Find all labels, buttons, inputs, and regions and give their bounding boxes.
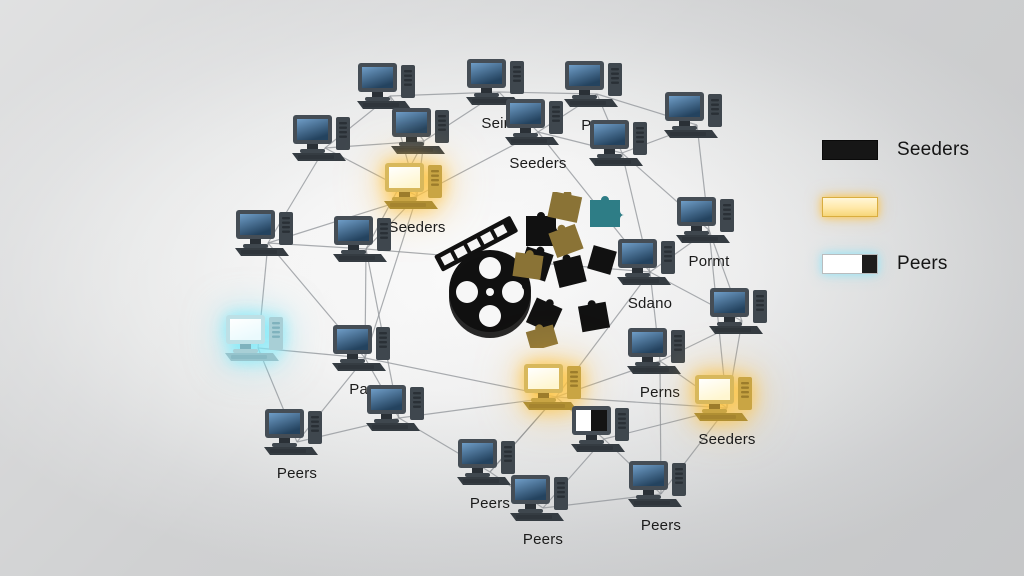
network-node-n18[interactable] <box>519 360 593 418</box>
network-node-n6[interactable] <box>387 104 461 162</box>
network-node-label-n13: Sdano <box>627 295 673 312</box>
network-node-n17[interactable] <box>623 324 697 382</box>
film-reel-and-puzzle-pieces-icon <box>430 190 626 352</box>
network-edge <box>555 396 728 409</box>
network-node-label-n23: Peers <box>469 495 511 512</box>
legend-row-seeders: Seeders <box>822 136 1002 164</box>
network-node-n25[interactable] <box>624 457 698 515</box>
network-node-n2[interactable] <box>462 55 536 113</box>
network-node-n22[interactable] <box>260 405 334 463</box>
gold-glow-swatch-icon <box>822 197 878 217</box>
network-edge <box>365 140 425 250</box>
network-node-n12[interactable] <box>672 193 746 251</box>
network-node-n13[interactable] <box>613 235 687 293</box>
network-node-n7[interactable] <box>501 95 575 153</box>
network-node-n1[interactable] <box>353 59 427 117</box>
network-node-label-n12: Pormt <box>688 253 730 270</box>
legend-row-gold <box>822 193 1002 221</box>
network-node-n16[interactable] <box>328 321 402 379</box>
network-node-n3[interactable] <box>560 57 634 115</box>
network-edge <box>267 147 326 244</box>
network-node-n10[interactable] <box>231 206 305 264</box>
network-node-n14[interactable] <box>705 284 779 342</box>
network-node-n5[interactable] <box>288 111 362 169</box>
network-node-n15[interactable] <box>221 311 295 369</box>
network-node-n19[interactable] <box>690 371 764 429</box>
network-node-n11[interactable] <box>329 212 403 270</box>
network-node-n23[interactable] <box>453 435 527 493</box>
network-node-n21[interactable] <box>362 381 436 439</box>
network-node-label-n17: Perns <box>639 384 681 401</box>
black-bar-swatch-icon <box>822 140 878 160</box>
legend-row-peers: Peers <box>822 250 1002 278</box>
network-edge <box>398 396 557 419</box>
network-node-label-n24: Peers <box>522 531 564 548</box>
network-node-n8[interactable] <box>585 116 659 174</box>
network-node-label-n19: Seeders <box>698 431 756 448</box>
network-node-n24[interactable] <box>506 471 580 529</box>
network-node-n9[interactable] <box>380 159 454 217</box>
network-node-n4[interactable] <box>660 88 734 146</box>
network-node-n20[interactable] <box>567 402 641 460</box>
network-node-label-n25: Peers <box>640 517 682 534</box>
network-node-label-n9: Seeders <box>388 219 446 236</box>
peer-split-swatch-icon <box>822 254 878 274</box>
legend: Seeders Peers <box>822 136 1002 307</box>
network-node-label-n7: Seeders <box>509 155 567 172</box>
network-edge <box>364 195 418 359</box>
legend-label-peers: Peers <box>897 253 948 274</box>
legend-label-seeders: Seeders <box>897 139 970 160</box>
network-node-label-n22: Peers <box>276 465 318 482</box>
